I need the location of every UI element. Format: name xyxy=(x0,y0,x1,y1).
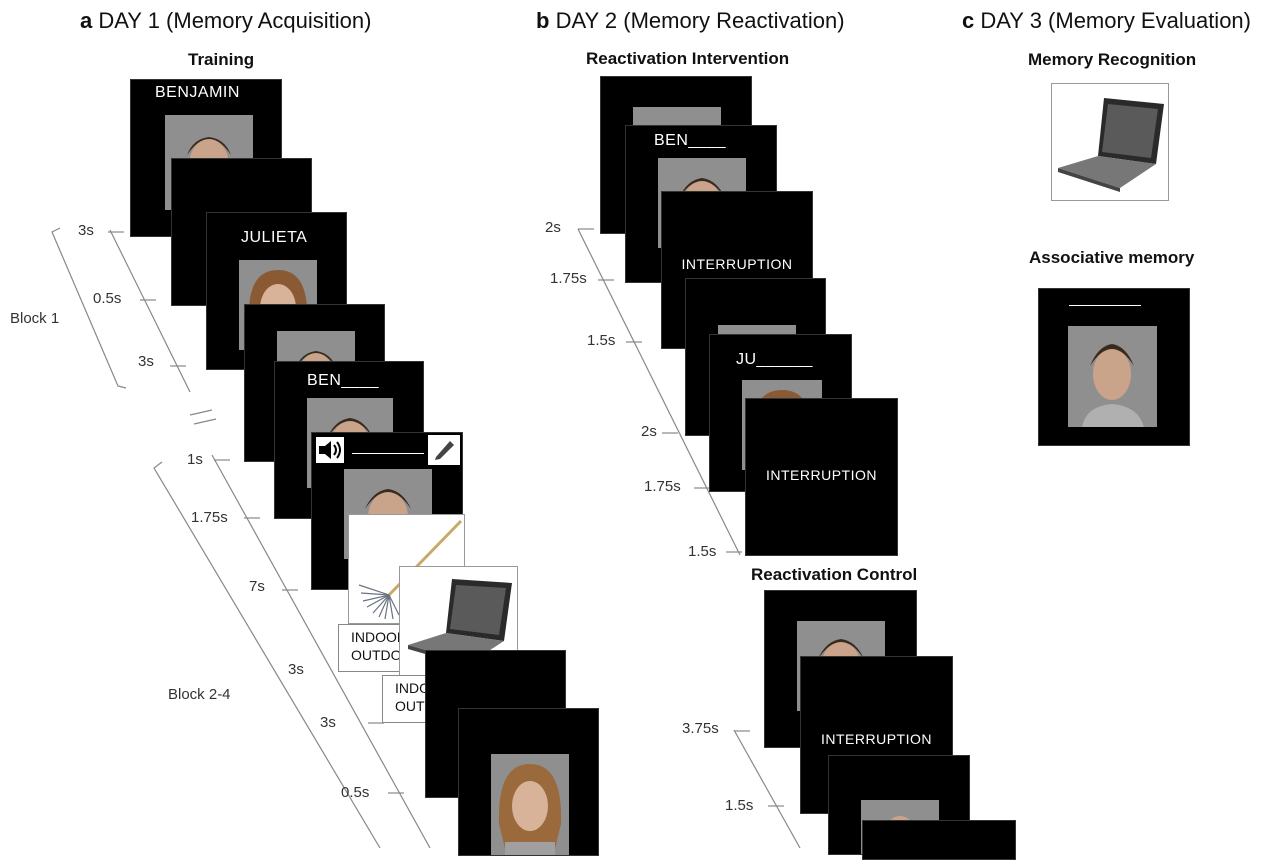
cue-label: JU______ xyxy=(736,351,813,368)
choice-outdoor-short-label: OUTD xyxy=(395,698,432,714)
panel-c-letter: c xyxy=(962,8,975,33)
interruption-label: INTERRUPTION xyxy=(821,731,932,747)
reactivation-control-subtitle: Reactivation Control xyxy=(751,565,918,584)
timing-label: 3s xyxy=(288,661,304,678)
timing-label: 3s xyxy=(138,353,154,370)
timing-label: 2s xyxy=(641,423,657,440)
timing-label: 1.75s xyxy=(550,270,587,287)
timing-label: 1.5s xyxy=(725,797,754,814)
name-label: JULIETA xyxy=(241,229,308,246)
screen-face-female xyxy=(458,708,599,856)
choice-indoor-outdoor[interactable]: INDOOR OUTDOOR xyxy=(338,624,411,672)
timing-label: 2s xyxy=(545,219,561,236)
object-image-laptop xyxy=(1051,83,1169,201)
cue-label: BEN____ xyxy=(654,132,726,149)
choice-indoor-label: INDOOR xyxy=(351,629,407,645)
timing-label: 7s xyxy=(249,578,265,595)
panel-c-title: c DAY 3 (Memory Evaluation) xyxy=(962,8,1251,34)
speaker-icon xyxy=(316,437,344,463)
choice-outdoor-label: OUTDOOR xyxy=(351,647,410,663)
interruption-label: INTERRUPTION xyxy=(681,256,793,272)
answer-line xyxy=(1069,305,1141,306)
block-label: Block 1 xyxy=(10,310,60,327)
laptop-icon xyxy=(1058,98,1164,192)
timing-label: 0.5s xyxy=(341,784,370,801)
screen-blank xyxy=(862,820,1016,860)
interruption-label: INTERRUPTION xyxy=(766,467,877,483)
timing-label: 0.5s xyxy=(93,290,122,307)
choice-indoor-short-label: INDO xyxy=(395,680,430,696)
panel-b-title: b DAY 2 (Memory Reactivation) xyxy=(536,8,845,34)
name-label: BENJAMIN xyxy=(155,84,240,101)
panel-a-title-text: DAY 1 (Memory Acquisition) xyxy=(98,8,372,33)
training-subtitle: Training xyxy=(188,50,255,69)
memory-recognition-subtitle: Memory Recognition xyxy=(1028,50,1197,69)
pencil-icon xyxy=(428,435,460,465)
associative-memory-subtitle: Associative memory xyxy=(1029,248,1195,267)
screen-associative-recall xyxy=(1038,288,1190,446)
timing-label: 3.75s xyxy=(682,720,719,737)
timing-label: 3s xyxy=(320,714,336,731)
timing-label: 1s xyxy=(187,451,203,468)
panel-a-letter: a xyxy=(80,8,93,33)
panel-c-title-text: DAY 3 (Memory Evaluation) xyxy=(980,8,1251,33)
panel-a-title: a DAY 1 (Memory Acquisition) xyxy=(80,8,371,34)
panel-b-letter: b xyxy=(536,8,550,33)
screen-interruption: INTERRUPTION xyxy=(745,398,898,556)
timing-label: 1.5s xyxy=(587,332,616,349)
panel-b-title-text: DAY 2 (Memory Reactivation) xyxy=(555,8,845,33)
timing-label: 1.75s xyxy=(191,509,228,526)
block-label: Block 2-4 xyxy=(168,686,231,703)
face-photo-male xyxy=(1068,326,1157,427)
reactivation-intervention-subtitle: Reactivation Intervention xyxy=(586,49,790,68)
timing-label: 1.75s xyxy=(644,478,681,495)
face-photo-female xyxy=(491,754,569,855)
choice-indoor-outdoor-short[interactable]: INDO OUTD xyxy=(382,675,432,723)
cue-label: BEN____ xyxy=(307,372,379,389)
timing-label: 1.5s xyxy=(688,543,717,560)
timing-label: 3s xyxy=(78,222,94,239)
answer-line xyxy=(352,453,424,454)
